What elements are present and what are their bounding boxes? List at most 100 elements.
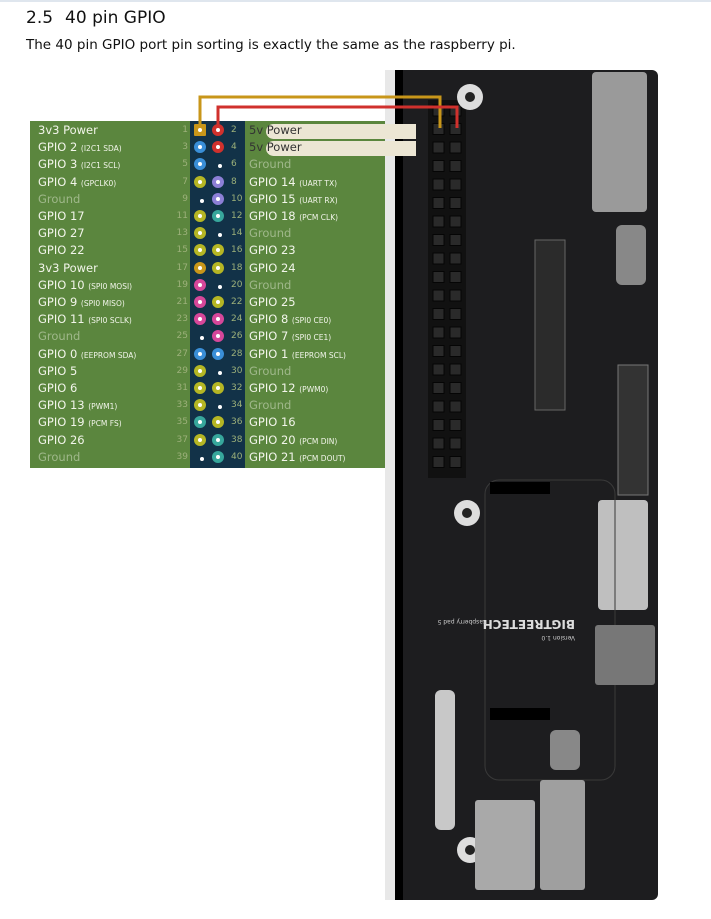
pin-label: Ground: [249, 277, 291, 294]
pin-number: 6: [231, 159, 237, 170]
pin-gpio-icon: [212, 244, 224, 257]
pin-name: GPIO 17: [38, 209, 85, 223]
pin-name: Ground: [249, 363, 292, 378]
wire-5v: [216, 105, 459, 128]
header-pin: [432, 363, 445, 376]
pin-name: GPIO 26: [38, 432, 85, 447]
pin-name: GPIO 24: [249, 260, 296, 275]
usb-port: [475, 800, 535, 890]
pin-pcm-icon: [212, 433, 224, 446]
pin-name: Ground: [249, 226, 292, 241]
button-strip: [435, 690, 455, 830]
svg-text:Raspberry pad 5: Raspberry pad 5: [437, 618, 487, 625]
pin-number: 28: [231, 348, 243, 359]
pin-number: 38: [231, 434, 243, 445]
usb-port: [540, 780, 585, 890]
pin-number: 5: [182, 159, 188, 170]
pin-label: GPIO 1 (EEPROM SCL): [249, 346, 346, 364]
pin-number: 24: [231, 314, 243, 325]
pin-number: 12: [231, 211, 243, 221]
header-pin: [432, 345, 445, 357]
pin-function: (PCM CLK): [299, 213, 339, 222]
pin-function: (SPI0 MOSI): [88, 281, 133, 291]
pin-function: (UART TX): [299, 178, 338, 188]
pin-name: GPIO 13: [38, 398, 85, 413]
pin-name: GPIO 15: [249, 191, 296, 206]
header-pin: [432, 289, 445, 302]
header-pin: [449, 456, 462, 468]
header-pin: [449, 215, 462, 228]
board-illustration: BIGTREETECH Raspberry pad 5 Version 1.0: [385, 70, 658, 900]
pin-number: 30: [231, 365, 243, 376]
pin-label: GPIO 2 (I2C1 SDA): [38, 139, 122, 157]
pin-name: GPIO 8: [249, 312, 289, 327]
pin-label: GPIO 3 (I2C1 SCL): [38, 156, 120, 174]
pin-number: 23: [176, 314, 188, 325]
pin-power5v-icon: [212, 141, 224, 154]
header-pin: [432, 197, 445, 209]
pin-number: 32: [231, 383, 243, 393]
pin-name: Ground: [38, 191, 81, 206]
pin-label: GPIO 14 (UART TX): [249, 174, 337, 192]
pin-gpio-icon: [212, 382, 224, 394]
pin-gpio-icon: [212, 261, 224, 274]
pin-name: GPIO 6: [38, 381, 78, 395]
pin-label: GPIO 11 (SPI0 SCLK): [38, 311, 132, 329]
pin-label: Ground: [38, 191, 80, 208]
pin-power5v-icon: [212, 124, 224, 136]
pin-name: GPIO 22: [38, 243, 85, 258]
header-pin: [449, 160, 462, 172]
pin-ground-icon: [214, 401, 222, 410]
pin-number: 21: [176, 297, 188, 307]
pin-function: (I2C1 SDA): [80, 144, 122, 154]
pin-label: GPIO 12 (PWM0): [249, 380, 328, 398]
pin-function: (PWM1): [88, 402, 118, 412]
pin-number: 35: [176, 417, 188, 428]
pin-number: 17: [176, 262, 188, 273]
pin-label: GPIO 18 (PCM CLK): [249, 208, 338, 226]
pin-number: 10: [231, 193, 243, 204]
pin-name: Ground: [249, 277, 292, 292]
pin-ground-icon: [214, 367, 222, 375]
pin-name: GPIO 21: [249, 449, 296, 464]
pin-spi-icon: [212, 330, 224, 343]
pin-name: GPIO 25: [249, 295, 296, 309]
header-pin: [432, 141, 445, 154]
pin-number: 39: [176, 451, 188, 462]
pin-label: GPIO 16: [249, 414, 296, 431]
pin-number: 7: [182, 176, 188, 187]
svg-text:Version 1.0: Version 1.0: [541, 634, 575, 641]
pin-power3v3-icon: [194, 261, 206, 274]
header-pin: [432, 456, 445, 468]
pin-function: (PCM FS): [88, 419, 122, 429]
pin-number: 18: [231, 262, 243, 273]
highlight-5v: [266, 141, 416, 157]
pin-name: Ground: [249, 157, 292, 172]
pin-name: GPIO 18: [249, 209, 296, 223]
pin-label: GPIO 6: [38, 380, 77, 397]
pin-function: (SPI0 CE0): [291, 316, 332, 326]
pin-label: GPIO 25: [249, 294, 296, 311]
pin-ground-icon: [196, 453, 204, 461]
pin-gpio-icon: [212, 296, 224, 308]
pin-label: 5v Power: [249, 122, 302, 139]
pin-label: GPIO 21 (PCM DOUT): [249, 449, 345, 467]
pin-number: 40: [231, 451, 243, 462]
pin-name: 5v Power: [249, 123, 302, 137]
pin-spi-icon: [212, 313, 224, 326]
pin-name: GPIO 12: [249, 381, 296, 395]
header-pin: [449, 289, 462, 302]
header-pin: [432, 326, 445, 339]
